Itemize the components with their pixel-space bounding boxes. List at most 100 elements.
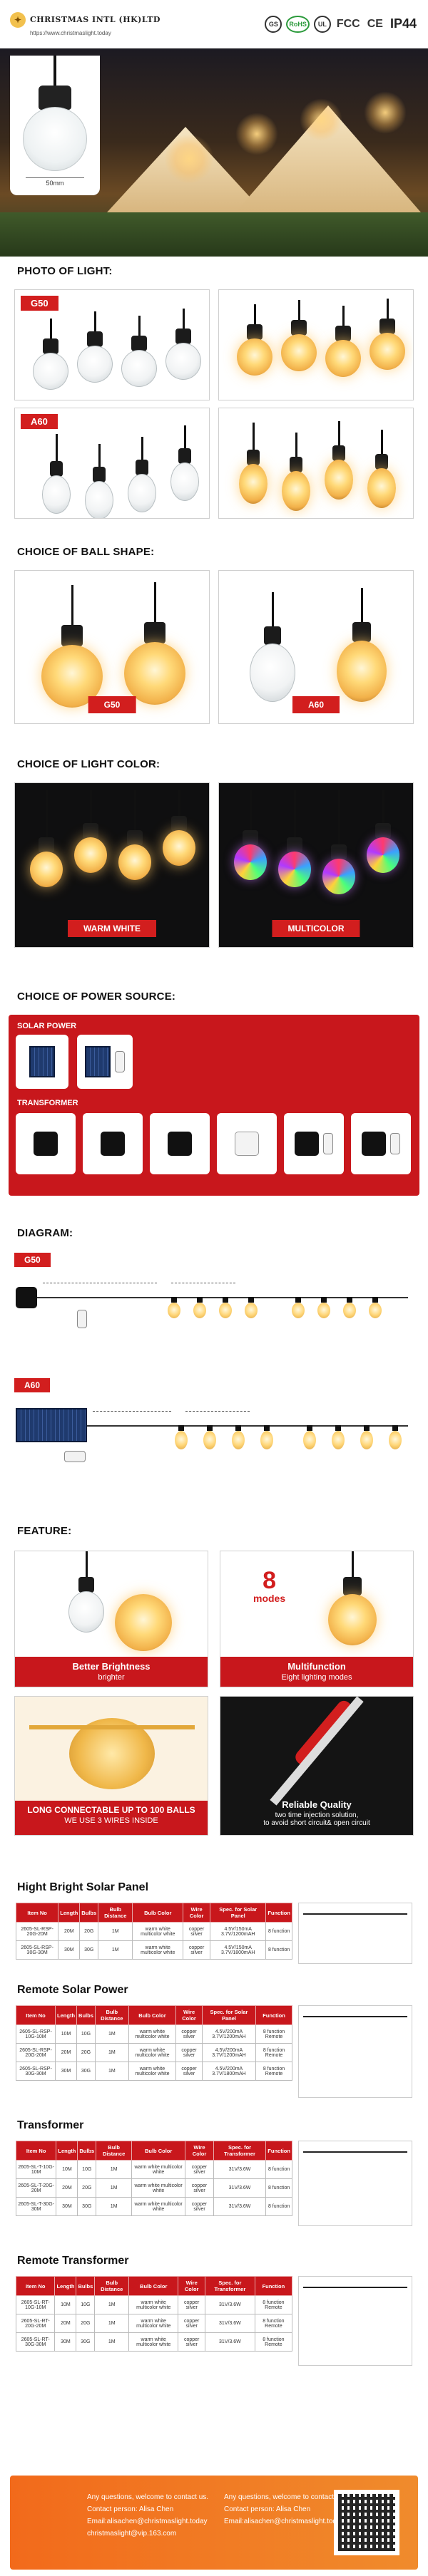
- feature-multifunction: 8 modes Multifunction Eight lighting mod…: [220, 1551, 414, 1687]
- certification-badges: GS RoHS UL FCC CE IP44: [265, 15, 418, 33]
- table-cell: 1M: [94, 2062, 129, 2081]
- table-cell: 10G: [76, 2024, 96, 2044]
- power-source-panel: SOLAR POWER TRANSFORMER: [9, 1015, 419, 1196]
- color-warm-white: WARM WHITE: [14, 782, 210, 948]
- transformer-option-5[interactable]: [284, 1113, 344, 1174]
- diagram-bulb-icon: [260, 1431, 273, 1449]
- table-title-remote-solar: Remote Solar Power: [17, 1984, 128, 1996]
- table-header-cell: Function: [265, 1903, 292, 1923]
- table-title-solar-panel: Hight Bright Solar Panel: [17, 1881, 149, 1893]
- diagram-g50-tag: G50: [14, 1253, 51, 1267]
- diagram-remote-icon: [64, 1451, 86, 1462]
- table-cell: copper silver: [175, 2024, 203, 2044]
- diagram-bulb-icon: [389, 1431, 402, 1449]
- contact-line: Any questions, welcome to contact us.: [87, 2493, 209, 2501]
- table-cell: 8 function Remote: [255, 2062, 292, 2081]
- bulb-icon: [23, 107, 87, 171]
- diagram-remote-icon: [77, 1310, 87, 1328]
- table-header-cell: Bulbs: [76, 2276, 96, 2296]
- table-cell: copper silver: [183, 1940, 211, 1960]
- transformer-option-6[interactable]: [351, 1113, 411, 1174]
- table-cell: copper silver: [185, 2178, 214, 2198]
- ball-shape-a60: A60: [218, 570, 414, 724]
- brand-name: CHRISTMAS INTL (HK)LTD: [30, 15, 160, 24]
- table-cell: 30M: [58, 1940, 81, 1960]
- table-cell: 1M: [96, 2160, 133, 2179]
- table-cell: warm white multicolor white: [128, 2062, 177, 2081]
- diagram-bulb-icon: [168, 1303, 180, 1318]
- multifunction-subtitle: Eight lighting modes: [281, 1673, 352, 1682]
- contact-email[interactable]: christmaslight@vip.163.com: [87, 2530, 177, 2538]
- table-cell: warm white multicolor white: [131, 2197, 186, 2216]
- table-header-cell: Bulb Color: [132, 1903, 184, 1923]
- section-title-photo: PHOTO OF LIGHT:: [17, 265, 113, 277]
- contact-email[interactable]: Email:alisachen@christmaslight.today: [87, 2518, 208, 2525]
- table-cell: 1M: [94, 2314, 130, 2333]
- table-cell: 31V/3.6W: [204, 2295, 255, 2314]
- table-cell: 10G: [76, 2295, 96, 2314]
- solar-panel-option[interactable]: [16, 1035, 68, 1089]
- contact-email[interactable]: Email:alisachen@christmaslight.today: [224, 2518, 345, 2525]
- brand-logo[interactable]: ✦ CHRISTMAS INTL (HK)LTD https://www.chr…: [10, 11, 160, 36]
- contact-text-secondary: Any questions, welcome to contact us. Co…: [224, 2491, 345, 2528]
- adapter-icon: [168, 1132, 192, 1156]
- table-header-cell: Function: [255, 2005, 292, 2025]
- table-cell: 2605-SL-RSP-20G-20M: [15, 2043, 56, 2062]
- a60-shape-tag: A60: [292, 696, 340, 713]
- g50-tag: G50: [21, 296, 58, 311]
- table-header-cell: Wire Color: [185, 2141, 214, 2161]
- table-header-cell: Spec. for Transformer: [213, 2141, 267, 2161]
- diagram-bulb-icon: [360, 1431, 373, 1449]
- feature-reliable-quality: Reliable Quality two time injection solu…: [220, 1696, 414, 1836]
- table-cell: 31V/3.6W: [204, 2332, 255, 2352]
- ip44-cert-icon: IP44: [389, 16, 417, 31]
- grass-ground: [0, 212, 428, 257]
- modes-number: 8: [263, 1567, 277, 1594]
- brightness-title: Better Brightness: [72, 1661, 151, 1672]
- transformer-option-1[interactable]: [16, 1113, 76, 1174]
- connector-bulb-icon: [69, 1718, 155, 1789]
- transformer-option-4[interactable]: [217, 1113, 277, 1174]
- diagram-a60-tag: A60: [14, 1378, 51, 1392]
- photo-g50-clear: G50: [14, 289, 210, 400]
- table-cell: warm white multicolor white: [128, 2332, 179, 2352]
- product-image-remote-solar: [298, 2005, 412, 2098]
- table-cell: copper silver: [178, 2314, 205, 2333]
- diagram-adapter-icon: [16, 1287, 37, 1308]
- transformer-option-3[interactable]: [150, 1113, 210, 1174]
- table-cell: 30M: [55, 2062, 78, 2081]
- table-header-cell: Length: [58, 1903, 81, 1923]
- table-cell: 20G: [79, 1922, 99, 1941]
- table-header-cell: Bulb Distance: [96, 2141, 133, 2161]
- bulb-zoom-icon: [115, 1594, 172, 1651]
- table-cell: copper silver: [183, 1922, 211, 1941]
- contact-footer: Any questions, welcome to contact us. Co…: [10, 2476, 418, 2570]
- diagram-bulb-icon: [369, 1303, 382, 1318]
- table-header-cell: Bulb Distance: [94, 2276, 130, 2296]
- solar-remote-option[interactable]: [77, 1035, 133, 1089]
- table-title-remote-transformer: Remote Transformer: [17, 2255, 129, 2267]
- transformer-option-2[interactable]: [83, 1113, 143, 1174]
- table-header-cell: Function: [254, 2276, 293, 2296]
- gs-cert-icon: GS: [265, 15, 282, 33]
- table-cell: copper silver: [185, 2160, 214, 2179]
- qr-code-icon[interactable]: [334, 2490, 399, 2555]
- feature-brightness: Better Brightness brighter: [14, 1551, 208, 1687]
- contact-line: Contact person: Alisa Chen: [224, 2505, 311, 2513]
- table-cell: warm white multicolor white: [128, 2295, 179, 2314]
- modes-word: modes: [253, 1593, 286, 1604]
- table-title-transformer: Transformer: [17, 2119, 84, 2131]
- table-cell: 8 function Remote: [254, 2295, 293, 2314]
- light-glow: [235, 113, 278, 155]
- diagram-bulb-icon: [343, 1303, 356, 1318]
- connectable-title: LONG CONNECTABLE UP TO 100 BALLS: [27, 1805, 195, 1815]
- solar-power-label: SOLAR POWER: [17, 1022, 77, 1030]
